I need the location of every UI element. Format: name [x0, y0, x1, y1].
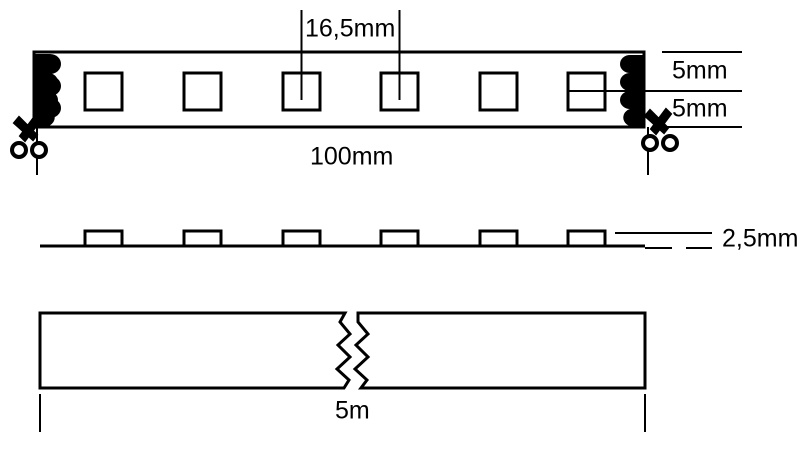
top-view: 16,5mm 100mm 5mm 5mm — [10, 10, 742, 175]
pad-left-b — [34, 73, 58, 91]
scissors-icon-left — [10, 114, 48, 159]
label-strip-length: 100mm — [310, 143, 393, 171]
side-view: 2,5mm — [40, 225, 798, 253]
side-led-5 — [478, 229, 519, 246]
right-solder-pads — [620, 55, 644, 126]
roll-view: 5m — [38, 311, 647, 432]
label-strip-width-bottom: 5mm — [672, 95, 728, 123]
led-chip-1 — [83, 71, 124, 112]
reel-rect-right — [352, 311, 647, 390]
pad-right-d — [623, 109, 644, 126]
pad-right-b — [620, 73, 644, 91]
scissors-icon-right — [641, 107, 679, 152]
side-led-1 — [83, 229, 124, 246]
label-strip-width-top: 5mm — [672, 57, 728, 85]
label-strip-thickness: 2,5mm — [722, 225, 798, 253]
pad-left-c — [34, 91, 58, 109]
led-chip-2 — [182, 71, 223, 112]
strip-body-outline — [32, 50, 646, 129]
side-led-4 — [379, 229, 420, 246]
label-reel-length: 5m — [335, 397, 370, 425]
pad-right-c — [620, 91, 644, 109]
led-chip-5 — [478, 71, 519, 112]
thickness-dimension — [615, 232, 712, 249]
label-led-pitch: 16,5mm — [305, 15, 395, 43]
pitch-dimension-leaders — [300, 10, 401, 100]
led-chips — [83, 71, 607, 112]
side-led-3 — [281, 229, 322, 246]
pad-right-a — [620, 55, 644, 73]
side-led-6 — [566, 229, 607, 246]
side-led-bumps — [83, 229, 607, 246]
reel-rect-left — [38, 311, 353, 390]
pad-left-a — [34, 55, 58, 73]
side-led-2 — [182, 229, 223, 246]
